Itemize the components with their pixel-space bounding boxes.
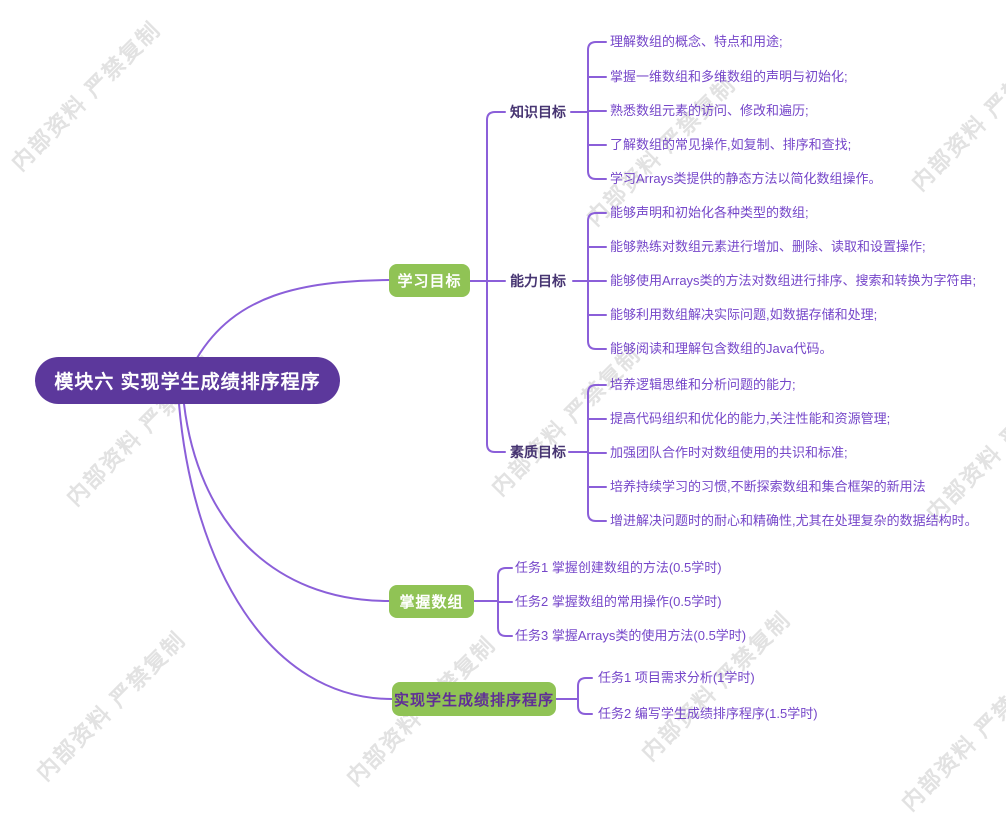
leaf-topic[interactable]: 能够利用数组解决实际问题,如数据存储和处理; [610, 307, 878, 322]
leaf-topic[interactable]: 掌握一维数组和多维数组的声明与初始化; [610, 69, 848, 84]
leaf-topic[interactable]: 加强团队合作时对数组使用的共识和标准; [610, 445, 848, 460]
leaf-task[interactable]: 任务1 掌握创建数组的方法(0.5学时) [515, 560, 722, 575]
leaf-topic[interactable]: 能够熟练对数组元素进行增加、删除、读取和设置操作; [610, 239, 926, 254]
leaf-topic[interactable]: 培养逻辑思维和分析问题的能力; [610, 377, 796, 392]
leaf-topic[interactable]: 熟悉数组元素的访问、修改和遍历; [610, 103, 809, 118]
leaf-topic[interactable]: 提高代码组织和优化的能力,关注性能和资源管理; [610, 411, 891, 426]
leaf-topic[interactable]: 培养持续学习的习惯,不断探索数组和集合框架的新用法 [610, 479, 926, 494]
leaf-task[interactable]: 任务1 项目需求分析(1学时) [598, 670, 755, 685]
curve-root-to-master [183, 403, 390, 602]
leaf-task[interactable]: 任务2 编写学生成绩排序程序(1.5学时) [598, 706, 818, 721]
branch-implement-program[interactable]: 实现学生成绩排序程序 [392, 682, 556, 716]
topic-layer: 模块六 实现学生成绩排序程序 学习目标 掌握数组 实现学生成绩排序程序 知识目标… [35, 34, 978, 721]
subtopic-knowledge-goals[interactable]: 知识目标 [510, 104, 566, 120]
curve-root-to-impl [178, 403, 393, 700]
branch-learning-goals[interactable]: 学习目标 [389, 264, 470, 297]
leaf-topic[interactable]: 增进解决问题时的耐心和精确性,尤其在处理复杂的数据结构时。 [610, 513, 978, 528]
leaf-topic[interactable]: 能够声明和初始化各种类型的数组; [610, 205, 809, 220]
connector-lines [178, 41, 607, 715]
subtopic-ability-goals[interactable]: 能力目标 [510, 273, 566, 289]
leaf-topic[interactable]: 学习Arrays类提供的静态方法以简化数组操作。 [610, 171, 882, 186]
leaf-topic[interactable]: 理解数组的概念、特点和用途; [610, 34, 783, 49]
mindmap-canvas: 内部资料 严禁复制 内部资料 严禁复制 内部资料 严禁复制 内部资料 严禁复制 … [6, 16, 1006, 815]
root-topic[interactable]: 模块六 实现学生成绩排序程序 [35, 357, 340, 404]
leaf-topic[interactable]: 能够阅读和理解包含数组的Java代码。 [610, 341, 833, 356]
leaf-task[interactable]: 任务2 掌握数组的常用操作(0.5学时) [515, 594, 722, 609]
leaf-topic[interactable]: 了解数组的常见操作,如复制、排序和查找; [610, 137, 852, 152]
leaf-task[interactable]: 任务3 掌握Arrays类的使用方法(0.5学时) [515, 628, 747, 643]
bracket-impl [577, 677, 593, 715]
subtopic-quality-goals[interactable]: 素质目标 [510, 444, 566, 460]
leaf-topic[interactable]: 能够使用Arrays类的方法对数组进行排序、搜索和转换为字符串; [610, 273, 977, 288]
curve-root-to-learning [196, 279, 390, 359]
branch-master-array[interactable]: 掌握数组 [389, 585, 474, 618]
